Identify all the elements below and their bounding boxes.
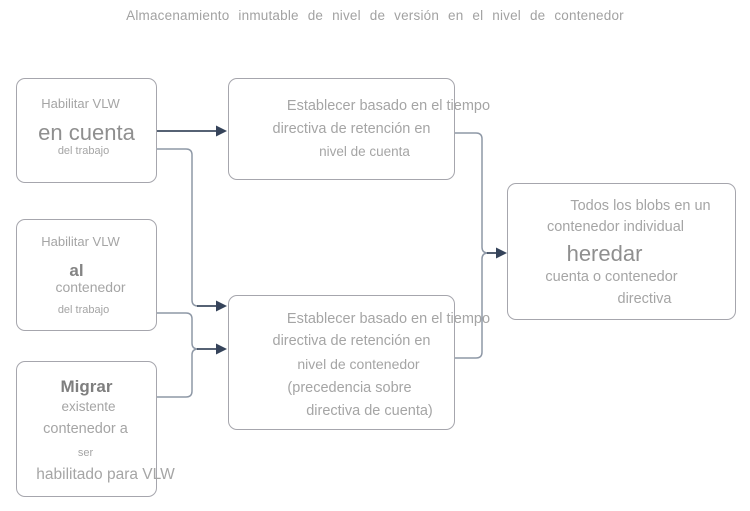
text-line: heredar [566, 241, 643, 266]
box-enable-vlw-account: Habilitar VLW en cuenta del trabajo [16, 78, 157, 183]
text-line: Habilitar VLW [41, 234, 120, 249]
text-line: directiva de retención en [272, 121, 431, 137]
connector-container-to-container-policy [157, 312, 199, 350]
text-line: del trabajo [57, 145, 110, 157]
text-line: contenedor individual [546, 219, 685, 235]
text-line: Establecer basado en el tiempo [286, 98, 491, 114]
text-line: contenedor a [43, 421, 128, 437]
box-account-level-retention-policy: Establecer basado en el tiempo directiva… [228, 78, 490, 180]
arrowhead-account-policy [216, 125, 227, 137]
text-line: directiva de cuenta) [306, 403, 433, 419]
text-line: Migrar [60, 377, 113, 396]
text-line: (precedencia sobre [287, 380, 412, 396]
box-container-level-retention-policy: Establecer basado en el tiempo directiva… [228, 295, 490, 430]
connector-migrate-to-container-policy [157, 348, 199, 398]
diagram-title: Almacenamiento inmutable de nivel de ver… [126, 8, 624, 23]
text-line: en cuenta [38, 120, 135, 145]
text-line: Habilitar VLW [41, 96, 120, 111]
arrowhead-container-policy-bottom [216, 343, 227, 355]
text-line: directiva de retención en [272, 333, 431, 349]
text-line: directiva [617, 291, 672, 307]
box-enable-vlw-container: Habilitar VLW al contenedor del trabajo [16, 219, 157, 331]
text-line: nivel de contenedor [297, 356, 420, 372]
text-line: al [69, 261, 84, 280]
text-line: habilitado para VLW [36, 466, 175, 483]
box-blobs-inherit-policy: Todos los blobs en un contenedor individ… [507, 183, 736, 320]
text-line: Establecer basado en el tiempo [286, 311, 491, 327]
text-line: ser [77, 447, 94, 459]
connector-account-to-container-policy [157, 148, 199, 307]
text-line: nivel de cuenta [319, 144, 410, 159]
text-line: Todos los blobs en un [570, 198, 711, 214]
text-line: cuenta o contenedor [545, 269, 678, 285]
text-line: del trabajo [57, 304, 110, 316]
box-migrate-existing-container: Migrar existente contenedor a ser habili… [16, 361, 175, 497]
arrowhead-container-policy-top [216, 300, 227, 312]
text-line: existente [61, 399, 116, 414]
text-line: contenedor [55, 279, 126, 295]
